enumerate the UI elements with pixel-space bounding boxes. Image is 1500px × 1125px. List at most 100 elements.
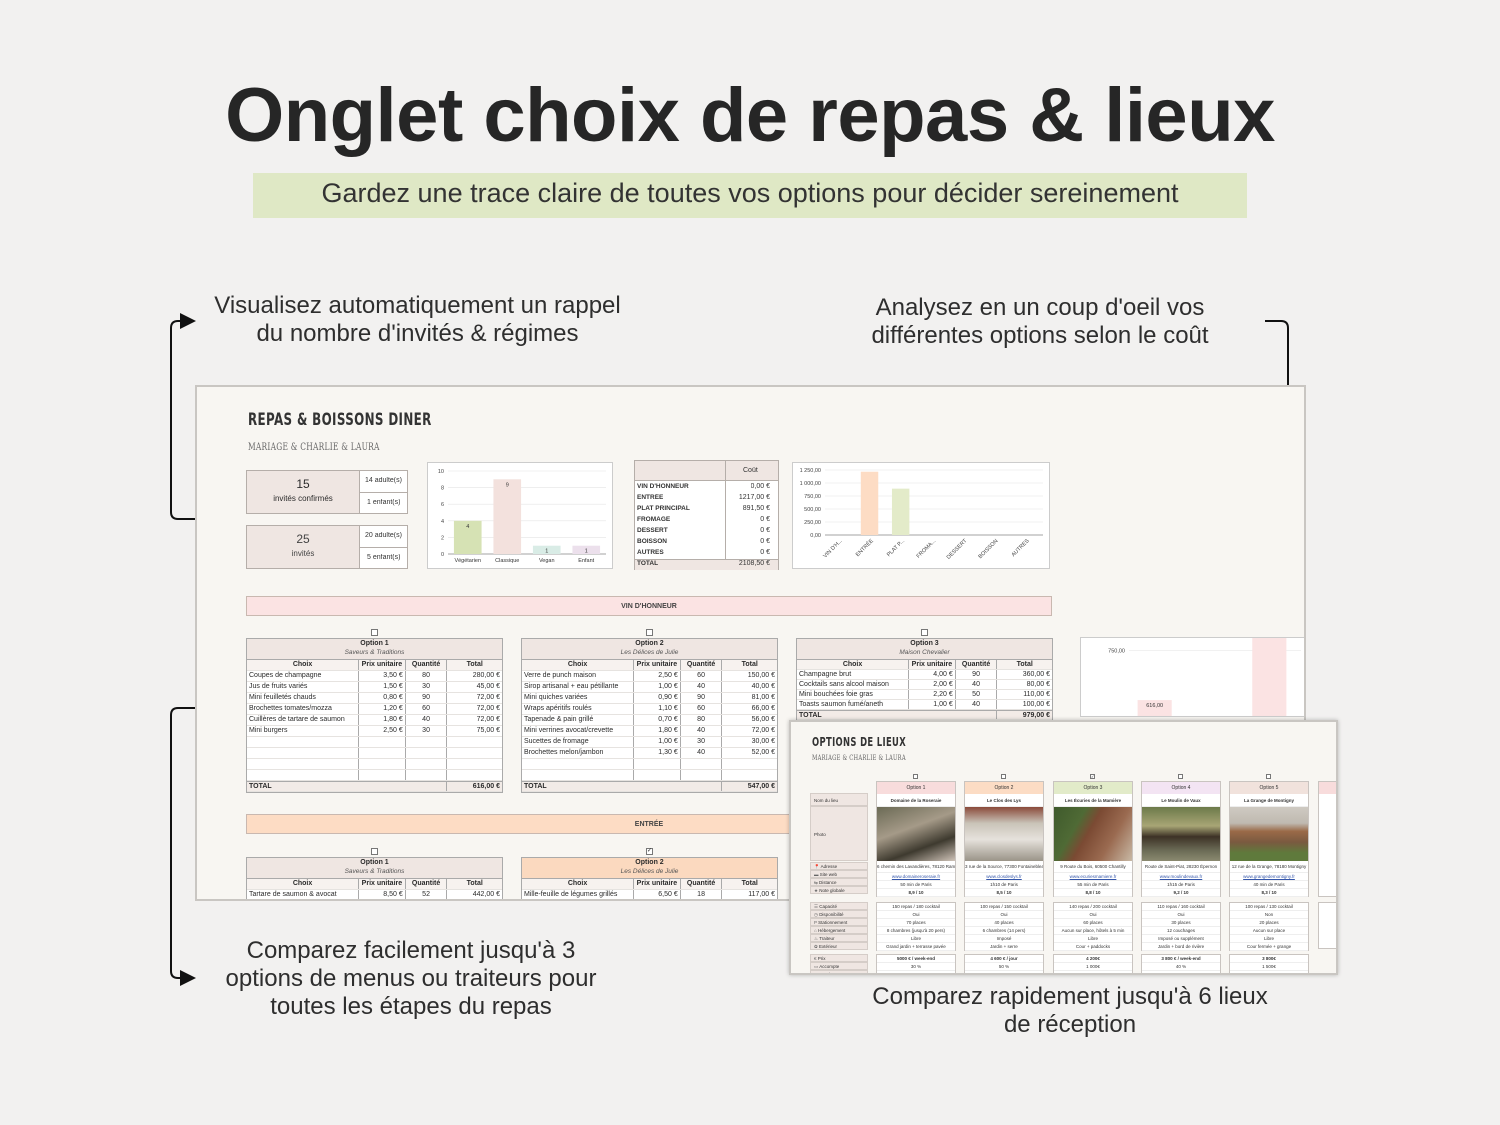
table-cell [359, 759, 406, 769]
table-cell: Sucettes de fromage [522, 737, 635, 747]
venue-rating: 9,2 / 10 [1142, 889, 1220, 897]
venue-website-link[interactable]: www.ecuriesmamiere.fr [1069, 874, 1117, 879]
total-label: invités [291, 549, 315, 558]
venue-checkbox[interactable]: ✓ [1090, 774, 1095, 779]
traiteur-icon: ♨ [814, 936, 820, 941]
venue-checkbox[interactable] [1001, 774, 1006, 779]
venue-name: Le Clos des Lys [965, 794, 1043, 807]
table-cell: Toasts saumon fumé/aneth [797, 700, 910, 709]
label-text: Extérieur [819, 944, 838, 949]
table-cell: 3,50 € [359, 671, 406, 681]
venue-price: 3 800€ [1230, 955, 1308, 963]
venue-website-link[interactable]: www.moulindevaux.fr [1159, 874, 1203, 879]
venue-detail: Aucun sur place [1230, 927, 1308, 935]
venue-detail: Cour + paddocks [1054, 943, 1132, 951]
table-cell: Mille-feuille de légumes grillés [522, 890, 635, 899]
y-tick-label: 0 [441, 552, 444, 558]
venue-website[interactable]: www.domaineroseraie.fr [877, 873, 955, 881]
barn-photo [1054, 807, 1132, 861]
venue-website[interactable]: www.moulindevaux.fr [1142, 873, 1220, 881]
option-checkbox[interactable] [371, 629, 378, 636]
callout-line: différentes options selon le coût [871, 322, 1209, 349]
cost-category: DESSERT [637, 527, 668, 534]
garden-reception-photo [877, 807, 955, 861]
table-cell [522, 759, 635, 769]
option-caterer: Maison Chevalier [899, 649, 950, 656]
table-cell: Coupes de champagne [247, 671, 360, 681]
table-cell: 442,00 € [472, 891, 500, 898]
option-caterer: Saveurs & Traditions [344, 649, 405, 656]
callout-line: toutes les étapes du repas [270, 993, 552, 1020]
column-header: Prix unitaire [634, 879, 681, 889]
venue-website-link[interactable]: www.grangedemontigny.fr [1243, 874, 1295, 879]
label-text: Traiteur [819, 936, 835, 941]
label-text: Site web [819, 872, 838, 877]
table-cell: 1,00 € [909, 700, 956, 709]
table-cell: Brochettes melon/jambon [522, 748, 635, 758]
venue-distance: 1h10 de Paris [965, 881, 1043, 889]
option-checkbox[interactable] [921, 629, 928, 636]
ext-rieur-icon: ✿ [814, 944, 820, 949]
data-label: 4 [466, 524, 469, 530]
option-title: Option 1 [360, 859, 389, 866]
venue-price: 1 500€ [877, 971, 955, 973]
table-cell: Brochettes tomates/mozza [247, 704, 360, 714]
venue-detail: 60 places [1054, 919, 1132, 927]
venue-website-link[interactable]: www.closdeslys.fr [986, 874, 1022, 879]
option-checkbox[interactable] [371, 848, 378, 855]
venue-rating: 8,9 / 10 [877, 889, 955, 897]
venue-website-link[interactable]: www.domaineroseraie.fr [891, 874, 941, 879]
label-text: Note globale [819, 888, 845, 893]
venue-website[interactable]: www.grangedemontigny.fr [1230, 873, 1308, 881]
venue-website[interactable]: www.closdeslys.fr [965, 873, 1043, 881]
table-row [247, 770, 502, 781]
total-value: 616,00 € [472, 783, 500, 790]
table-cell: Mini feuilletés chauds [247, 693, 360, 703]
option-checkbox[interactable] [646, 629, 653, 636]
label-h-bergement: ⌂ Hébergement [810, 926, 868, 934]
table-cell: 40 [406, 715, 448, 725]
table-cell: 72,00 € [476, 694, 500, 701]
venue-detail: Libre [1230, 935, 1308, 943]
table-cell: 40,00 € [751, 683, 775, 690]
table-cell: 1,50 € [359, 682, 406, 692]
venue-detail: Grand jardin + terrasse pavée [877, 943, 955, 951]
callout-guests: Visualisez automatiquement un rappel du … [180, 292, 655, 348]
table-cell: Mini quiches variées [522, 693, 635, 703]
table-cell: 150,00 € [747, 672, 775, 679]
subtitle-highlight [253, 173, 1247, 218]
venue-option-title: Option 5 [1230, 782, 1308, 794]
venue-price: 1 000€ [965, 971, 1043, 973]
label-prix: € Prix [810, 954, 868, 962]
prix-icon: € [814, 956, 818, 961]
accompte-icon: ▭ [814, 964, 820, 969]
column-header: Quantité [680, 879, 723, 889]
label-photo: Photo [810, 806, 868, 861]
venue-detail: 20 places [1230, 919, 1308, 927]
bar-v-g-tarien [453, 520, 482, 554]
venue-website[interactable]: www.ecuriesmamiere.fr [1054, 873, 1132, 881]
venue-checkbox[interactable] [1178, 774, 1183, 779]
label-note-globale: ★ Note globale [810, 886, 868, 894]
venue-checkbox[interactable] [1266, 774, 1271, 779]
cost-value: 891,50 € [742, 505, 770, 512]
column-header: Total [722, 879, 777, 889]
venue-option-title: Option 1 [877, 782, 955, 794]
table-cell [359, 748, 406, 758]
column-header: Choix [522, 660, 635, 670]
option-checkbox[interactable]: ✓ [646, 848, 653, 855]
terrace-tables-photo [965, 807, 1043, 861]
column-header: Choix [247, 879, 360, 889]
venue-checkbox[interactable] [913, 774, 918, 779]
